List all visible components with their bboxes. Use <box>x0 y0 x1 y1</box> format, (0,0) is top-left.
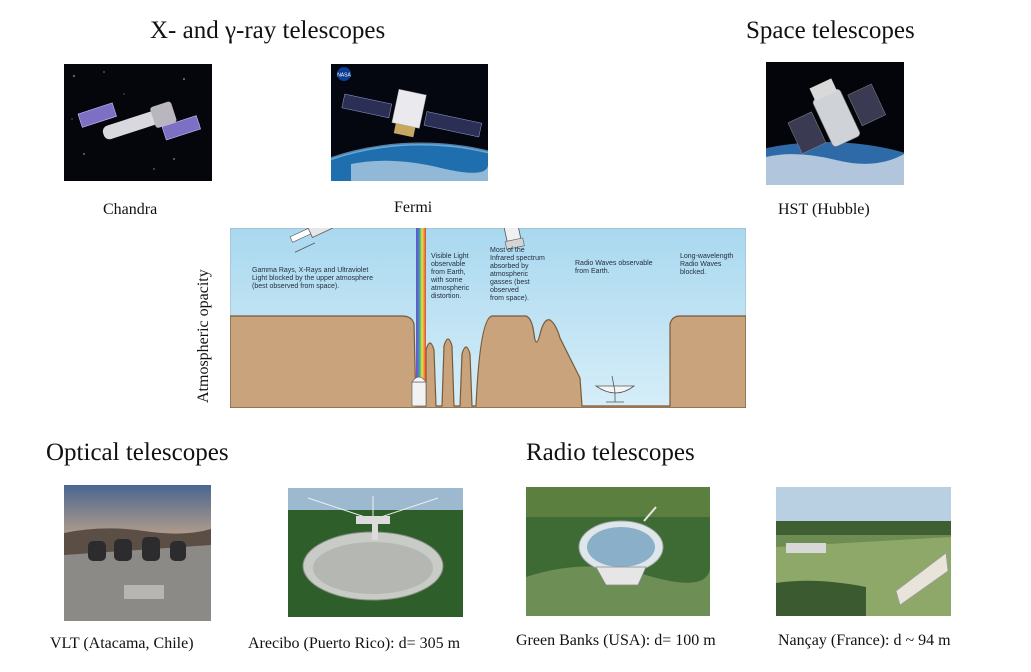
note-infrared: Most of the Infrared spectrum absorbed b… <box>490 247 547 302</box>
atmospheric-opacity-diagram: Gamma Rays, X-Rays and Ultraviolet Light… <box>230 228 746 408</box>
caption-arecibo: Arecibo (Puerto Rico): d= 305 m <box>248 635 461 652</box>
heading-space: Space telescopes <box>746 17 915 44</box>
nasa-logo: NASA <box>337 73 351 79</box>
caption-nancay: Nançay (France): d ~ 94 m <box>778 632 951 649</box>
caption-chandra: Chandra <box>103 201 158 218</box>
chandra-photo <box>64 64 212 181</box>
note-gamma: Gamma Rays, X-Rays and Ultraviolet Light… <box>252 267 375 290</box>
heading-radio: Radio telescopes <box>526 439 695 466</box>
vlt-photo <box>64 485 211 621</box>
nancay-photo <box>776 487 951 616</box>
caption-vlt: VLT (Atacama, Chile) <box>50 635 194 652</box>
greenbank-photo <box>526 487 710 616</box>
caption-hst: HST (Hubble) <box>778 201 870 218</box>
fermi-photo: NASA <box>331 64 488 181</box>
heading-optical: Optical telescopes <box>46 439 229 466</box>
arecibo-photo <box>288 488 463 617</box>
caption-greenbank: Green Banks (USA): d= 100 m <box>516 632 716 649</box>
diagram-ylabel: Atmospheric opacity <box>195 269 212 403</box>
note-visible: Visible Light observable from Earth, wit… <box>430 253 471 300</box>
note-radio: Radio Waves observable from Earth. <box>575 260 655 275</box>
note-longwave: Long-wavelength Radio Waves blocked. <box>680 253 735 276</box>
hst-photo <box>766 62 904 185</box>
heading-xgamma: X- and γ-ray telescopes <box>150 17 386 44</box>
caption-fermi: Fermi <box>394 199 433 216</box>
